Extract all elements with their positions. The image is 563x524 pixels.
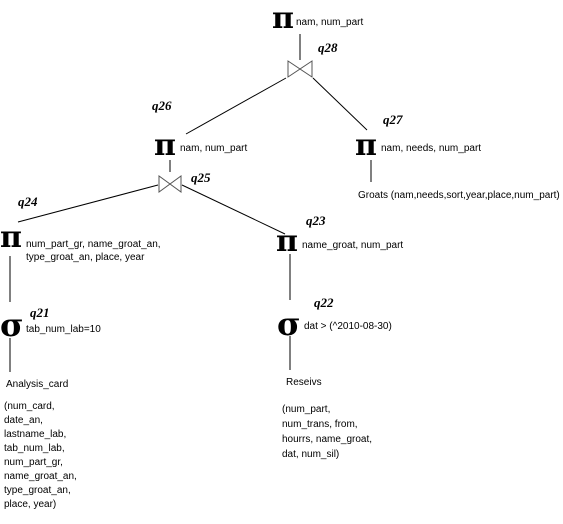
q26-label: q26 bbox=[152, 98, 172, 113]
q26-projection-label: nam, num_part bbox=[180, 143, 247, 154]
reseivs-attr-line: dat, num_sil) bbox=[282, 449, 339, 460]
q21-selection-label: tab_num_lab=10 bbox=[26, 324, 101, 335]
q22-label: q22 bbox=[314, 295, 334, 310]
edge-join-q26 bbox=[185, 77, 287, 135]
edge-join-q27 bbox=[312, 77, 368, 131]
edge-joinmid-q24 bbox=[17, 184, 159, 223]
projection-icon-q27: π bbox=[355, 128, 377, 163]
q24-projection-line2: type_groat_an, place, year bbox=[26, 252, 145, 263]
reseivs-attr-line: hourrs, name_groat, bbox=[282, 434, 372, 445]
projection-icon-q26: π bbox=[154, 128, 176, 163]
q22-selection-label: dat > (^2010-08-30) bbox=[304, 321, 392, 332]
groats-relation: Groats (nam,needs,sort,year,place,num_pa… bbox=[358, 190, 560, 201]
selection-icon-q22: σ bbox=[277, 305, 301, 343]
analysis-attr-line: name_groat_an, bbox=[4, 471, 77, 482]
tree-edges bbox=[9, 34, 372, 372]
q24-projection-line1: num_part_gr, name_groat_an, bbox=[26, 239, 161, 250]
analysis-card-name: Analysis_card bbox=[6, 379, 68, 390]
join-icon-mid bbox=[158, 175, 182, 193]
selection-icon-q21: σ bbox=[0, 306, 24, 344]
reseivs-attr-line: num_trans, from, bbox=[282, 419, 358, 430]
analysis-attr-line: tab_num_lab, bbox=[4, 443, 65, 454]
edge-joinmid-q23 bbox=[181, 184, 286, 235]
q23-projection-label: name_groat, num_part bbox=[302, 240, 403, 251]
reseivs-attr-line: (num_part, bbox=[282, 404, 330, 415]
join-icon-top bbox=[287, 60, 313, 78]
analysis-attr-line: date_an, bbox=[4, 415, 43, 426]
analysis-attr-line: type_groat_an, bbox=[4, 485, 71, 496]
analysis-attr-line: place, year) bbox=[4, 499, 56, 510]
projection-icon-q23: π bbox=[276, 224, 298, 259]
analysis-attr-line: num_part_gr, bbox=[4, 457, 63, 468]
analysis-attr-line: lastname_lab, bbox=[4, 429, 66, 440]
q27-label: q27 bbox=[383, 112, 403, 127]
reseivs-name: Reseivs bbox=[286, 377, 322, 388]
q23-label: q23 bbox=[306, 213, 326, 228]
root-projection-label: nam, num_part bbox=[296, 17, 363, 28]
analysis-card-attributes: (num_card, date_an, lastname_lab, tab_nu… bbox=[4, 401, 77, 510]
q27-projection-label: nam, needs, num_part bbox=[381, 143, 481, 154]
projection-icon-q24: π bbox=[0, 220, 22, 255]
q28-label: q28 bbox=[318, 40, 338, 55]
q21-label: q21 bbox=[30, 305, 50, 320]
projection-icon-root: π bbox=[272, 1, 294, 36]
q24-label: q24 bbox=[18, 194, 38, 209]
analysis-attr-line: (num_card, bbox=[4, 401, 55, 412]
reseivs-attributes: (num_part, num_trans, from, hourrs, name… bbox=[282, 404, 372, 460]
q25-label: q25 bbox=[191, 170, 211, 185]
